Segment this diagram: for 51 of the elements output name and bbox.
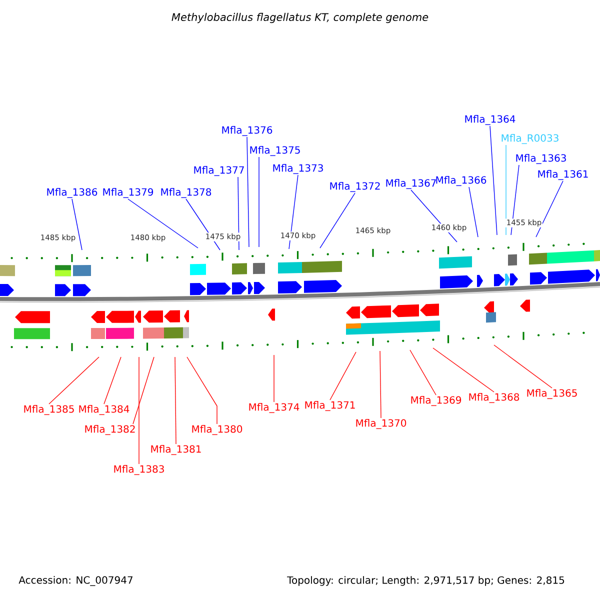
footer-text: Accession: NC_007947 — [18, 576, 132, 586]
leader-line — [490, 126, 498, 236]
gene-label: Mfla_1373 — [273, 164, 323, 174]
leader-line — [320, 192, 356, 248]
leader-line — [132, 356, 154, 424]
gene-label: Mfla_1378 — [161, 188, 212, 198]
gene-label: Mfla_1376 — [222, 126, 272, 136]
gene-label: Mfla_R0033 — [502, 134, 558, 144]
gene-label: Mfla_1382 — [85, 425, 135, 435]
leader-line — [138, 356, 140, 464]
gene-label: Mfla_1377 — [194, 166, 244, 176]
leader-line — [186, 356, 218, 424]
gene-label: Mfla_1375 — [250, 146, 300, 156]
leader-line — [494, 344, 552, 388]
gene-label: Mfla_1366 — [436, 176, 486, 186]
leader-line — [536, 180, 564, 238]
leader-line — [128, 198, 198, 248]
leader-line — [48, 356, 100, 404]
gene-label: Mfla_1368 — [469, 393, 520, 403]
gene-label: Mfla_1381 — [151, 445, 201, 455]
gene-label: Mfla_1363 — [516, 154, 566, 164]
gene-label: Mfla_1367 — [386, 179, 436, 189]
leader-line — [468, 186, 478, 238]
leader-line — [104, 356, 122, 404]
title: Methylobacillus flagellatus KT, complete genome — [172, 12, 428, 24]
gene-label: Mfla_1370 — [356, 419, 406, 429]
leader-line — [238, 176, 240, 250]
gene-label: Mfla_1372 — [330, 182, 380, 192]
gene-label: Mfla_1386 — [47, 188, 98, 198]
leader-line — [330, 352, 356, 400]
gene-label: Mfla_1385 — [24, 405, 74, 415]
footer-text: Topology: circular; Length: 2,971,517 bp; Genes: 2,815 — [287, 576, 564, 586]
gene-label: Mfla_1369 — [411, 396, 462, 406]
gene-label: Mfla_1383 — [114, 465, 164, 475]
leader-line — [510, 164, 520, 236]
gene-label: Mfla_1384 — [79, 405, 130, 415]
leader-line — [246, 136, 250, 248]
gene-label: Mfla_1365 — [527, 389, 577, 399]
leader-line — [72, 198, 82, 250]
gene-label: Mfla_1371 — [305, 401, 355, 411]
leader-line — [410, 350, 436, 396]
gene-label: Mfla_1361 — [538, 170, 588, 180]
gene-label: Mfla_1380 — [192, 425, 242, 435]
gene-label: Mfla_1374 — [249, 403, 300, 413]
gene-label: Mfla_1364 — [465, 115, 516, 125]
leader-line — [288, 174, 298, 250]
leader-line — [432, 348, 494, 392]
leader-line — [258, 156, 260, 248]
leader-line — [174, 356, 176, 444]
gene-label: Mfla_1379 — [103, 188, 154, 198]
leader-line — [380, 350, 382, 418]
